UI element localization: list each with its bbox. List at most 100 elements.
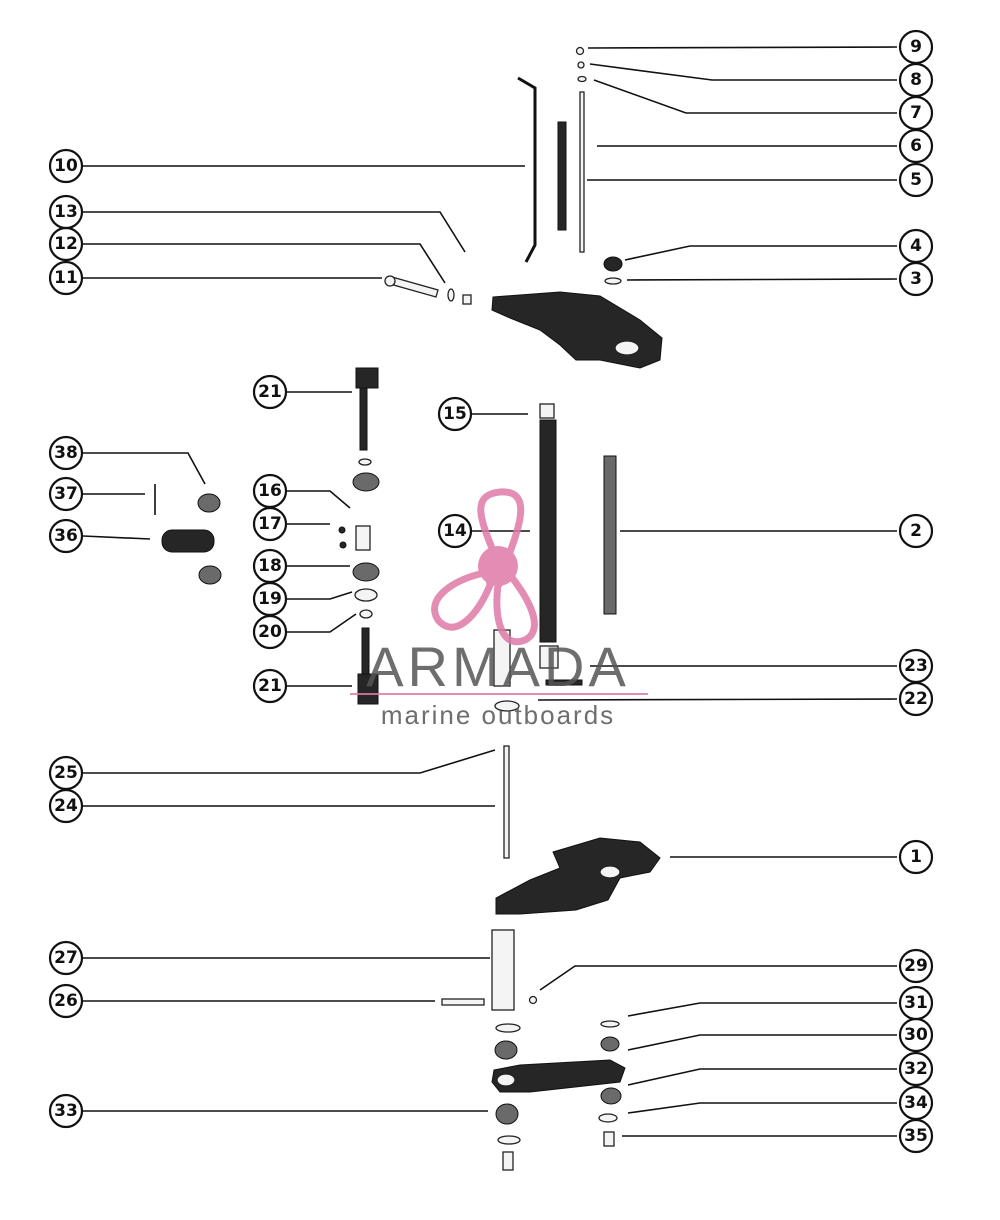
svg-text:10: 10: [54, 156, 78, 176]
svg-text:3: 3: [910, 269, 922, 289]
callout-5: 5: [898, 162, 934, 198]
link-arm-part: [491, 1059, 626, 1093]
callout-29: 29: [898, 948, 934, 984]
callout-23: 23: [898, 648, 934, 684]
spacer-base-part: [494, 700, 520, 712]
svg-text:18: 18: [258, 556, 282, 576]
spring-part: [161, 529, 215, 553]
bottom-bolt-left-part: [502, 1151, 514, 1171]
svg-text:20: 20: [258, 622, 282, 642]
callout-35: 35: [898, 1118, 934, 1154]
callout-6: 6: [898, 128, 934, 164]
svg-text:19: 19: [258, 589, 282, 609]
svg-text:22: 22: [904, 689, 928, 709]
callout-32: 32: [898, 1051, 934, 1087]
small-ring-part: [577, 75, 587, 83]
bottom-nut-right-upper-part: [600, 1036, 620, 1052]
svg-text:33: 33: [54, 1101, 78, 1121]
dark-bar-part: [557, 121, 567, 231]
callout-13: 13: [48, 194, 84, 230]
callout-26: 26: [48, 983, 84, 1019]
svg-text:36: 36: [54, 526, 78, 546]
leader-lines: [82, 46, 898, 1137]
small-washer-part: [577, 61, 585, 69]
svg-text:29: 29: [904, 956, 928, 976]
threaded-rod-part: [603, 455, 617, 615]
svg-text:7: 7: [910, 103, 922, 123]
callout-bubbles: 1 2 3 4 5 6 7 8 9 10 11 12 13 14 15 16 1…: [48, 29, 934, 1154]
propeller-logo-icon: [431, 488, 538, 646]
svg-text:25: 25: [54, 763, 78, 783]
bottom-washer-left-upper-part: [495, 1023, 521, 1033]
washer-19-part: [354, 588, 378, 602]
callout-4: 4: [898, 228, 934, 264]
bottom-nut-left-lower-part: [495, 1103, 519, 1125]
bottom-washer-left-lower-part: [497, 1135, 521, 1145]
bushing-upper-part: [358, 458, 372, 466]
upper-bushing-part: [197, 493, 221, 513]
callout-20: 20: [252, 614, 288, 650]
callout-16: 16: [252, 473, 288, 509]
nut-part: [603, 256, 623, 272]
upper-shaft-head-part: [355, 367, 379, 389]
svg-text:21: 21: [258, 382, 282, 402]
bushing-cup-part: [539, 645, 559, 669]
washer-part: [604, 277, 622, 285]
ring-20-part: [359, 609, 373, 619]
callout-33: 33: [48, 1093, 84, 1129]
svg-text:1: 1: [910, 847, 922, 867]
ring-washer-part: [447, 288, 455, 302]
bottom-washer-right-lower-part: [598, 1113, 618, 1123]
callout-10: 10: [48, 148, 84, 184]
callout-25: 25: [48, 755, 84, 791]
callout-8: 8: [898, 62, 934, 98]
clip-screw-upper-part: [338, 526, 346, 534]
svg-text:27: 27: [54, 948, 78, 968]
callout-36: 36: [48, 518, 84, 554]
callout-27: 27: [48, 940, 84, 976]
watermark-brand: ARMADA: [366, 635, 630, 698]
callout-14: 14: [437, 513, 473, 549]
svg-text:21: 21: [258, 676, 282, 696]
callout-34: 34: [898, 1085, 934, 1121]
bottom-nut-right-lower-part: [600, 1087, 622, 1105]
svg-text:11: 11: [54, 268, 78, 288]
svg-text:8: 8: [910, 70, 922, 90]
callout-7: 7: [898, 95, 934, 131]
long-rod-part: [503, 745, 510, 859]
small-ball-part: [528, 995, 538, 1005]
svg-text:31: 31: [904, 993, 928, 1013]
thin-rod-part: [579, 91, 585, 253]
callout-24: 24: [48, 788, 84, 824]
svg-text:9: 9: [910, 37, 922, 57]
callout-11: 11: [48, 260, 84, 296]
callout-21-upper: 21: [252, 374, 288, 410]
svg-text:34: 34: [904, 1093, 928, 1113]
callout-9: 9: [898, 29, 934, 65]
callout-12: 12: [48, 226, 84, 262]
bottom-nut-left-upper-part: [494, 1040, 518, 1060]
callout-19: 19: [252, 581, 288, 617]
swivel-tube-part: [539, 419, 557, 643]
part-drawings: [154, 46, 663, 1171]
svg-text:35: 35: [904, 1126, 928, 1146]
armada-watermark: ARMADA marine outboards: [350, 488, 648, 730]
callout-38: 38: [48, 435, 84, 471]
svg-text:13: 13: [54, 202, 78, 222]
svg-text:12: 12: [54, 234, 78, 254]
callout-15: 15: [437, 396, 473, 432]
callout-2: 2: [898, 513, 934, 549]
callout-17: 17: [252, 506, 288, 542]
pin-head-part: [384, 275, 396, 287]
pivot-pin-part: [491, 929, 515, 1011]
callout-3: 3: [898, 261, 934, 297]
lower-shaft-head-part: [357, 673, 379, 705]
callout-22: 22: [898, 681, 934, 717]
svg-text:17: 17: [258, 514, 282, 534]
lower-bracket-part: [495, 837, 661, 915]
callout-30: 30: [898, 1017, 934, 1053]
callout-37: 37: [48, 476, 84, 512]
lower-bracket-eye-part: [599, 865, 621, 879]
